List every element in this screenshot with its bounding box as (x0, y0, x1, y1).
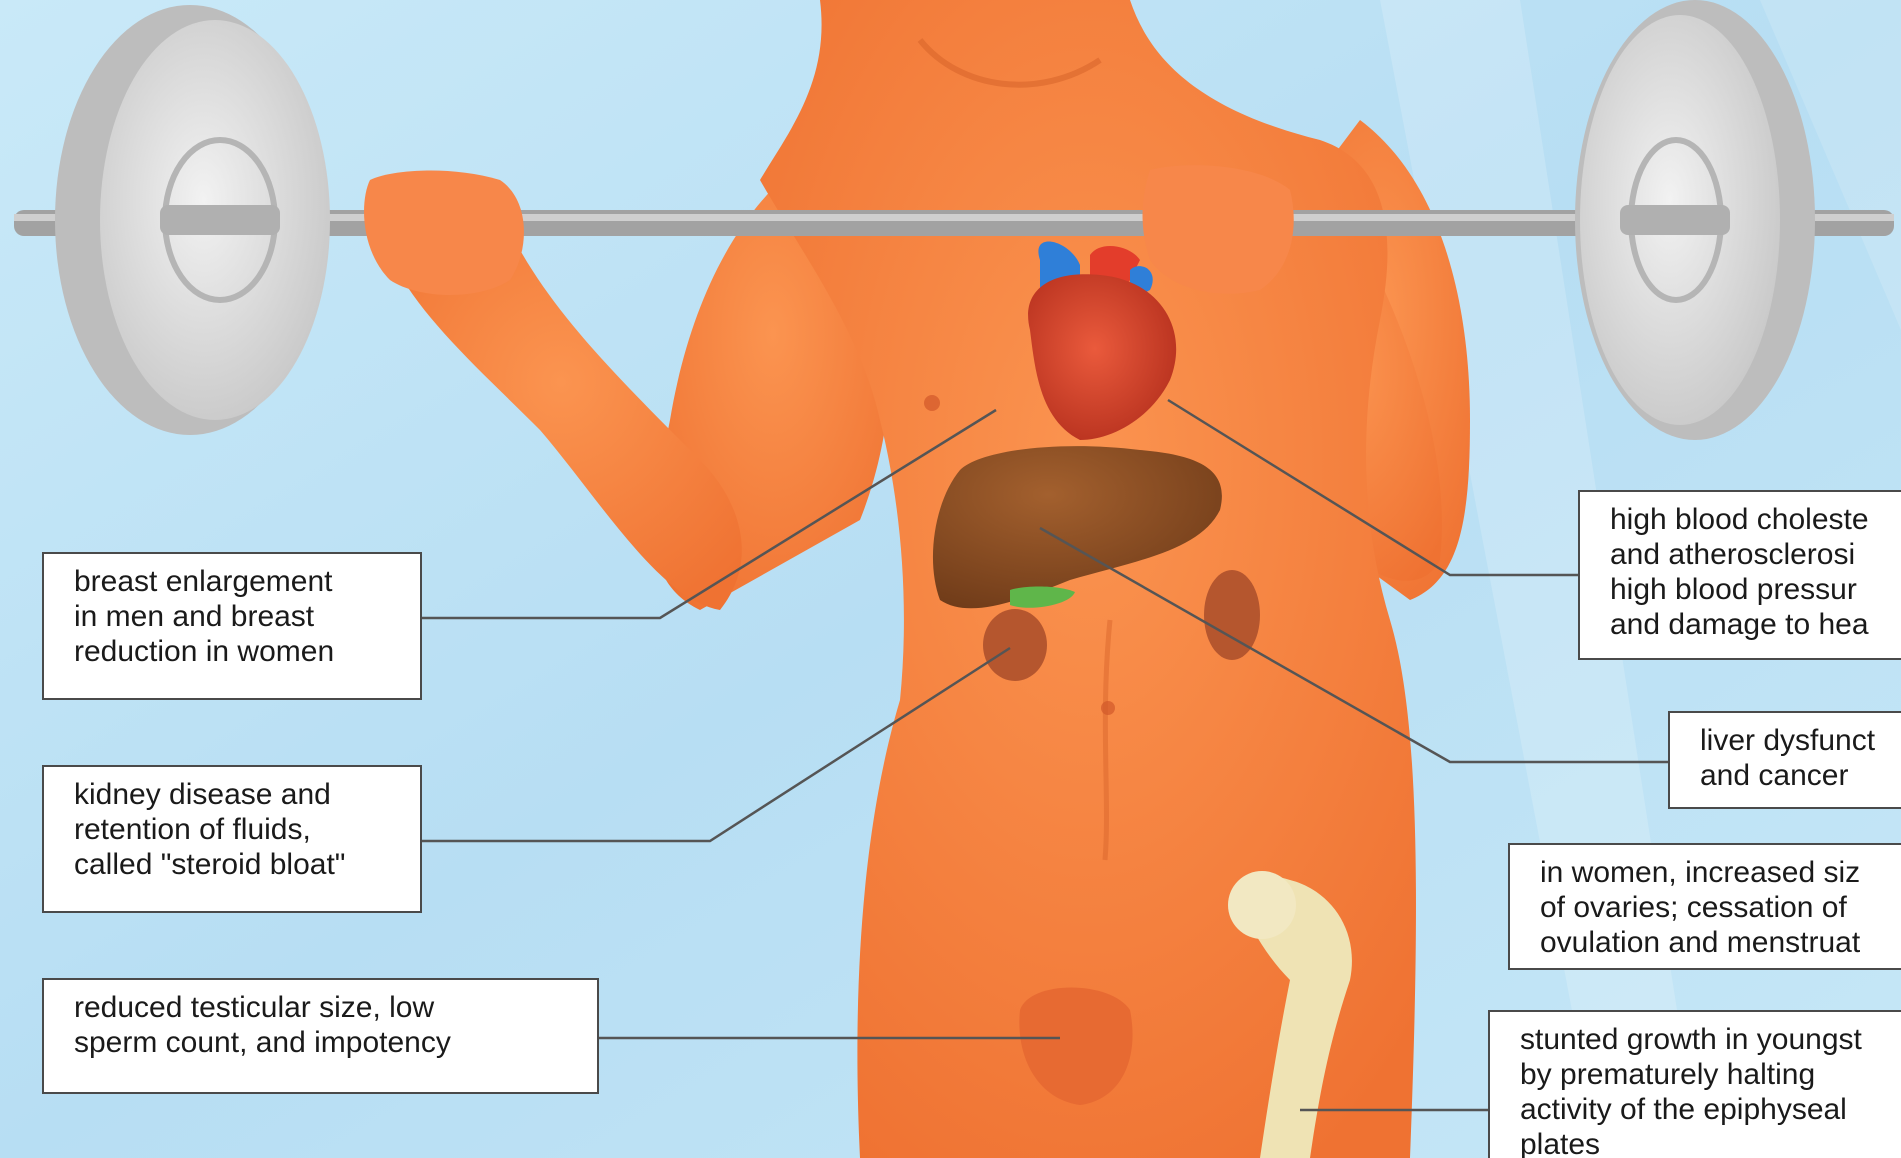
label-testicular-size: reduced testicular size, low sperm count… (42, 978, 599, 1094)
label-breast-enlargement: breast enlargement in men and breast red… (42, 552, 422, 700)
left-kidney (983, 609, 1047, 681)
nipple (924, 395, 940, 411)
navel (1101, 701, 1115, 715)
label-kidney-disease: kidney disease and retention of fluids, … (42, 765, 422, 913)
label-stunted-growth: stunted growth in youngst by prematurely… (1488, 1010, 1901, 1158)
left-hand (364, 171, 524, 295)
femur-head (1228, 871, 1296, 939)
left-weight-plate (55, 5, 330, 435)
label-liver-dysfunction: liver dysfunct and cancer (1668, 711, 1901, 809)
right-hand (1143, 165, 1294, 294)
label-ovaries: in women, increased siz of ovaries; cess… (1508, 843, 1901, 970)
right-kidney (1204, 570, 1260, 660)
label-high-blood-cholesterol: high blood choleste and atherosclerosi h… (1578, 490, 1901, 660)
right-weight-plate (1575, 0, 1815, 440)
